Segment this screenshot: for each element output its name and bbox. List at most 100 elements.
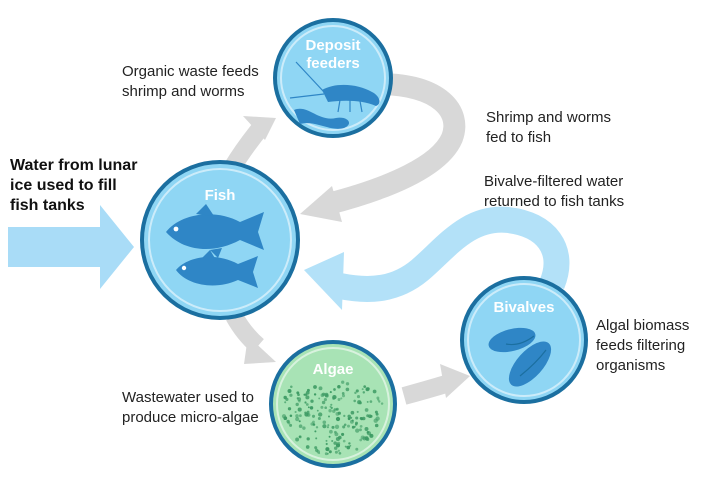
algae-dot — [337, 385, 341, 389]
algae-dot — [372, 389, 377, 394]
algae-dot — [347, 414, 351, 419]
algae-dot — [334, 430, 337, 434]
algae-dot — [369, 400, 373, 403]
shrimp-to-fish-label: Shrimp and worms fed to fish — [486, 109, 612, 146]
node-fish-title: Fish — [205, 187, 236, 204]
algae-dot — [334, 450, 338, 454]
fish-icon — [176, 250, 258, 288]
algae-dot — [376, 396, 380, 400]
algae-dot — [324, 406, 328, 410]
algae-dot — [356, 395, 361, 399]
arrowhead-fish-to-algae — [244, 336, 276, 364]
algae-dot — [366, 400, 369, 403]
algae-dot — [354, 423, 358, 426]
algae-dot — [298, 424, 303, 428]
algae-dot — [355, 447, 359, 451]
algae-dot — [355, 389, 359, 393]
algae-dot — [332, 394, 337, 400]
algae-dot — [314, 430, 317, 433]
algae-dot — [349, 444, 352, 447]
algae-dot — [297, 397, 302, 402]
algae-dot — [345, 387, 350, 392]
algae-dot — [341, 432, 345, 436]
algae-dot — [356, 410, 359, 413]
algae-dot — [322, 420, 327, 425]
algae-dot — [375, 412, 379, 416]
algae-dot — [331, 439, 334, 443]
algae-dot — [305, 403, 309, 406]
algae-dot — [374, 423, 379, 428]
arrow-fish-to-deposit — [224, 120, 269, 173]
algae-dot — [343, 423, 347, 427]
algae-dot — [337, 398, 341, 401]
algae-dot — [298, 420, 301, 423]
algae-dot — [296, 391, 300, 395]
algae-dot — [310, 422, 314, 426]
algae-dot — [359, 438, 363, 442]
algae-dot — [317, 416, 321, 421]
algae-dot — [304, 401, 307, 404]
organic-waste-label: Organic waste feeds shrimp and worms — [122, 63, 259, 100]
algae-dot — [304, 412, 309, 417]
node-deposit-title-line1: Deposit — [305, 37, 360, 54]
algae-dot — [328, 408, 332, 413]
arrowhead-algae-to-bivalves — [440, 364, 470, 398]
algae-dot — [325, 442, 328, 446]
algae-dot — [370, 415, 373, 418]
algae-dot — [309, 406, 314, 410]
algae-dot — [334, 424, 340, 429]
algae-dot — [359, 428, 362, 432]
algae-dot — [322, 424, 327, 429]
algae-dot — [359, 425, 363, 428]
algae-dot — [295, 417, 300, 422]
node-algae-title: Algae — [313, 361, 354, 378]
algae-dot — [313, 385, 317, 389]
node-bivalves-title: Bivalves — [494, 299, 555, 316]
algae-dot — [295, 414, 299, 418]
algae-dot — [380, 402, 384, 405]
algae-dot — [289, 393, 293, 397]
algae-dot — [369, 433, 374, 438]
filtered-water-label: Bivalve-filtered water returned to fish … — [484, 173, 625, 210]
algae-dot — [324, 393, 329, 398]
algae-dot — [336, 441, 341, 446]
algae-dot — [325, 447, 330, 452]
algae-dot — [298, 400, 301, 403]
algae-dot — [335, 407, 339, 411]
algae-dot — [303, 393, 306, 396]
algae-dot — [344, 445, 347, 448]
algae-dot — [320, 393, 325, 397]
algae-dot — [315, 426, 319, 429]
algae-dot — [305, 395, 310, 400]
algae-dot — [313, 393, 317, 396]
algae-dot — [298, 435, 302, 439]
algae-dot — [289, 423, 293, 427]
algae-dot — [318, 412, 323, 417]
algae-dot — [315, 437, 318, 440]
algae-dot — [357, 400, 362, 405]
algae-dot — [283, 395, 287, 400]
algae-dot — [284, 401, 287, 404]
algae-dot — [328, 435, 331, 438]
node-algae: Algae — [269, 340, 397, 468]
algae-dot — [346, 445, 351, 450]
node-bivalves: Bivalves — [460, 276, 588, 404]
algae-dot — [354, 391, 357, 395]
algae-dot — [287, 388, 292, 394]
algae-dot — [320, 405, 324, 409]
algae-dot — [351, 425, 355, 429]
arrow-deposit-to-fish — [325, 73, 466, 215]
algae-dot — [306, 437, 310, 441]
algae-dot — [335, 411, 340, 416]
node-fish: Fish — [140, 160, 300, 320]
algae-dot — [318, 452, 321, 455]
algae-dot — [314, 446, 318, 450]
algae-dot — [362, 391, 366, 394]
algae-dot — [349, 419, 354, 424]
algae-dot — [363, 385, 367, 388]
algae-dot — [341, 394, 346, 398]
algae-dot — [331, 425, 335, 429]
micro-algae-dots — [281, 380, 384, 456]
algae-dot — [366, 387, 370, 391]
algae-dot — [364, 408, 369, 412]
